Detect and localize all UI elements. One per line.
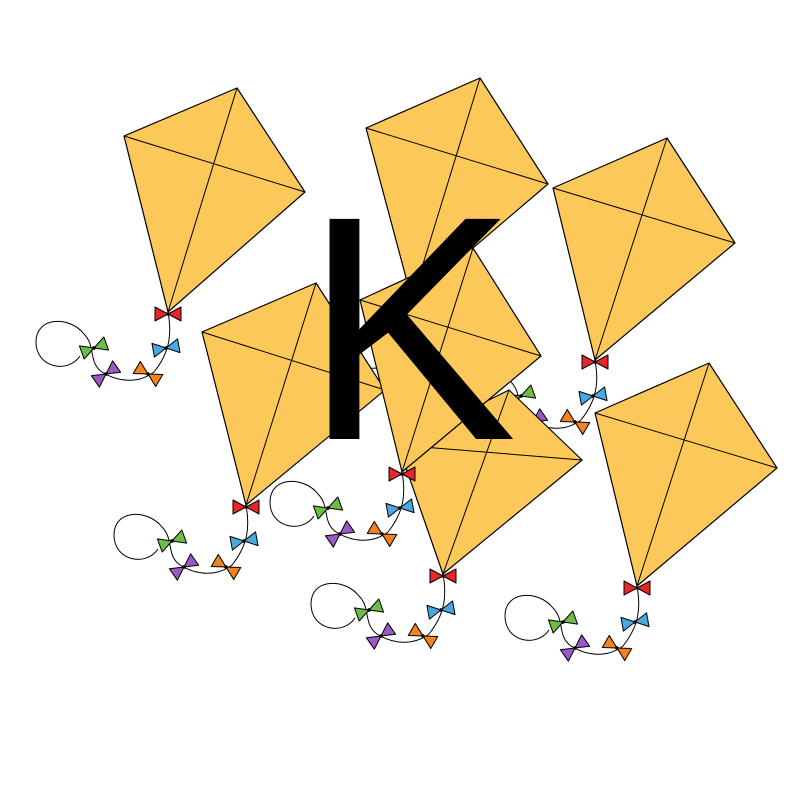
bow-icon xyxy=(407,622,439,650)
bow-icon xyxy=(385,498,415,518)
kite xyxy=(504,362,778,662)
kite-spar xyxy=(123,135,306,193)
kite-spar xyxy=(359,299,542,357)
kite-spar xyxy=(411,77,481,301)
bow-icon xyxy=(132,360,164,388)
bow-icon xyxy=(620,612,650,632)
bow-icon xyxy=(601,634,633,662)
bow-icon xyxy=(559,408,591,436)
bow-icon xyxy=(578,386,608,406)
bow-icon xyxy=(365,622,397,650)
kite-spar xyxy=(442,389,510,575)
kite xyxy=(35,87,306,388)
bow-icon xyxy=(623,580,651,596)
kite-icon xyxy=(123,87,306,313)
kite xyxy=(113,282,386,581)
kite-spar xyxy=(594,137,668,361)
bow-icon xyxy=(90,360,122,388)
bow-icon xyxy=(366,520,398,548)
bow-icon xyxy=(78,336,110,360)
kite-spar xyxy=(201,331,386,391)
kite xyxy=(269,247,542,548)
bow-icon xyxy=(154,306,182,322)
kite-spar xyxy=(401,247,474,473)
bow-icon xyxy=(312,496,344,520)
bow-icon xyxy=(210,553,242,581)
bow-icon xyxy=(429,568,457,584)
bow-icon xyxy=(547,610,579,634)
kite-icon xyxy=(552,137,736,361)
bow-icon xyxy=(232,499,260,515)
bow-icon xyxy=(229,531,259,551)
bow-icon xyxy=(388,466,416,482)
letter-k: K xyxy=(303,149,517,507)
kite-spar xyxy=(636,362,710,587)
kite-spar xyxy=(365,127,549,185)
bow-icon xyxy=(156,529,188,553)
kite-icon xyxy=(594,362,778,587)
kite-spar xyxy=(594,412,778,469)
bow-icon xyxy=(151,338,181,358)
kite-spar xyxy=(245,282,317,506)
kite-spar xyxy=(552,187,736,244)
bow-icon xyxy=(426,600,456,620)
bow-icon xyxy=(324,520,356,548)
kite-spar xyxy=(167,87,238,313)
bow-icon xyxy=(581,354,609,370)
bow-icon xyxy=(353,598,385,622)
bow-icon xyxy=(168,553,200,581)
bow-icon xyxy=(559,634,591,662)
